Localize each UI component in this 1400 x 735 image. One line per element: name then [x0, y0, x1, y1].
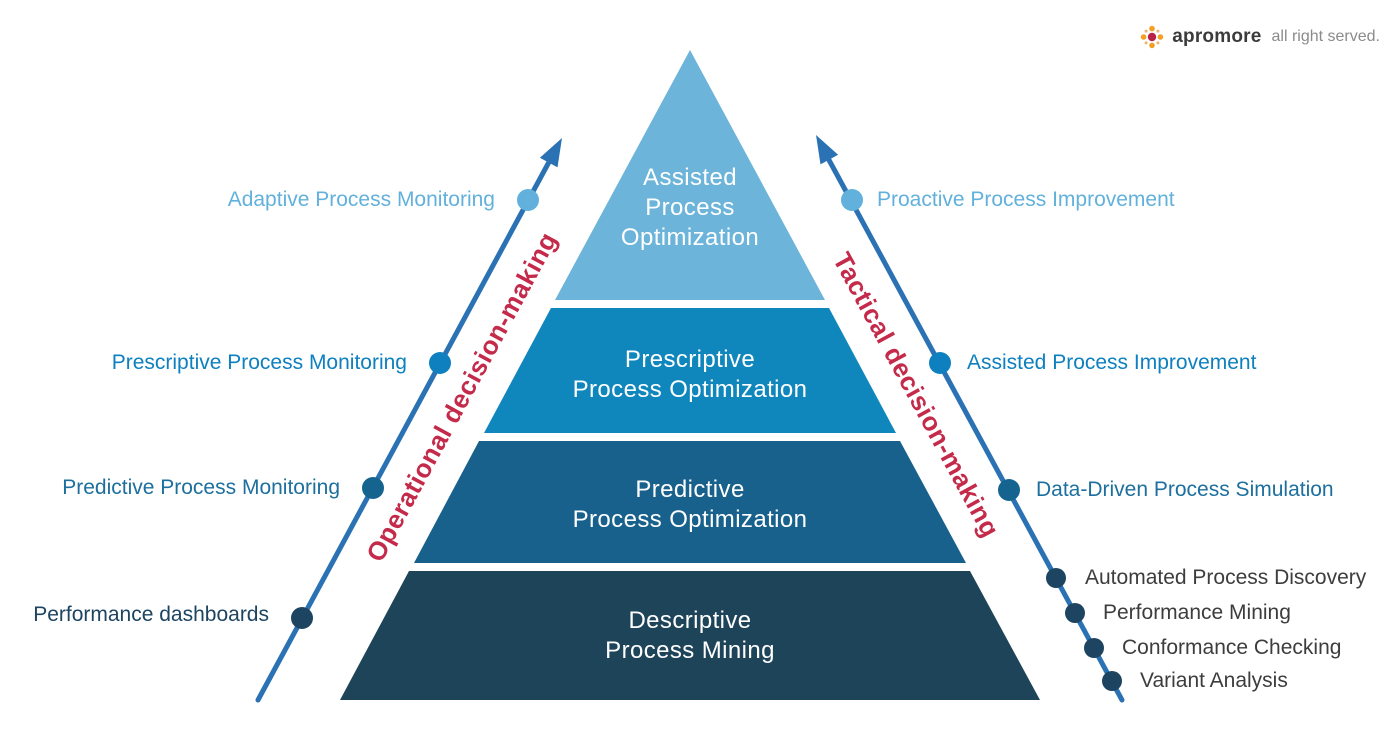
pyramid-level-4-shape	[340, 571, 1040, 700]
pyramid-level-1-line-3: Optimization	[620, 224, 760, 251]
pyramid-level-4-line-2: Process Mining	[605, 637, 775, 664]
pyramid-level-2-line-1: Prescriptive	[624, 346, 756, 373]
pyramid-level-3-label: Predictive Process Optimization	[573, 475, 808, 535]
brand-name: apromore	[1172, 26, 1262, 47]
left-item-adaptive-process-monitoring: Adaptive Process Monitoring	[227, 188, 495, 211]
brand-logo: apromore all right served.	[1139, 24, 1380, 50]
left-item-predictive-process-monitoring: Predictive Process Monitoring	[62, 476, 340, 499]
pyramid-level-1-line-1: Assisted	[643, 164, 737, 191]
pyramid-level-1-label: Assisted Process Optimization	[621, 163, 759, 253]
pyramid-level-3-line-2: Process Optimization	[572, 506, 808, 533]
right-item-variant-analysis: Variant Analysis	[1140, 669, 1288, 692]
right-item-automated-process-discovery: Automated Process Discovery	[1085, 566, 1367, 589]
apromore-dots-logo-icon	[1141, 25, 1164, 49]
pyramid-level-1-line-2: Process	[645, 194, 735, 221]
pyramid-level-2-label: Prescriptive Process Optimization	[573, 345, 808, 405]
right-item-proactive-process-improvement: Proactive Process Improvement	[877, 188, 1175, 211]
right-item-performance-mining: Performance Mining	[1103, 601, 1291, 624]
right-item-data-driven-process-simulation: Data-Driven Process Simulation	[1036, 478, 1334, 501]
left-axis-arrowhead-icon	[539, 138, 562, 168]
left-dot-predictive-process-monitoring	[362, 477, 384, 499]
right-dot-proactive-process-improvement	[841, 189, 863, 211]
right-item-conformance-checking: Conformance Checking	[1122, 636, 1342, 659]
left-item-performance-dashboards: Performance dashboards	[33, 603, 269, 626]
pyramid-level-3-shape	[414, 441, 966, 563]
pyramid-level-1-shape	[555, 50, 825, 300]
left-item-prescriptive-process-monitoring: Prescriptive Process Monitoring	[111, 351, 407, 374]
right-dot-performance-mining	[1065, 603, 1085, 623]
left-dot-adaptive-process-monitoring	[517, 189, 539, 211]
pyramid-level-4-line-1: Descriptive	[628, 607, 752, 634]
right-item-assisted-process-improvement: Assisted Process Improvement	[967, 351, 1257, 374]
pyramid-level-3-line-1: Predictive	[635, 476, 745, 503]
right-dot-variant-analysis	[1102, 671, 1122, 691]
right-dot-data-driven-process-simulation	[998, 479, 1020, 501]
pyramid-level-2-line-2: Process Optimization	[572, 376, 808, 403]
pyramid-level-2-shape	[484, 308, 896, 433]
left-dot-prescriptive-process-monitoring	[429, 352, 451, 374]
brand-tagline: all right served.	[1271, 28, 1381, 45]
right-dot-assisted-process-improvement	[929, 352, 951, 374]
pyramid-level-4-label: Descriptive Process Mining	[605, 606, 775, 666]
right-dot-automated-process-discovery	[1046, 568, 1066, 588]
right-dot-conformance-checking	[1084, 638, 1104, 658]
left-dot-performance-dashboards	[291, 607, 313, 629]
right-axis-arrowhead-icon	[816, 135, 839, 165]
